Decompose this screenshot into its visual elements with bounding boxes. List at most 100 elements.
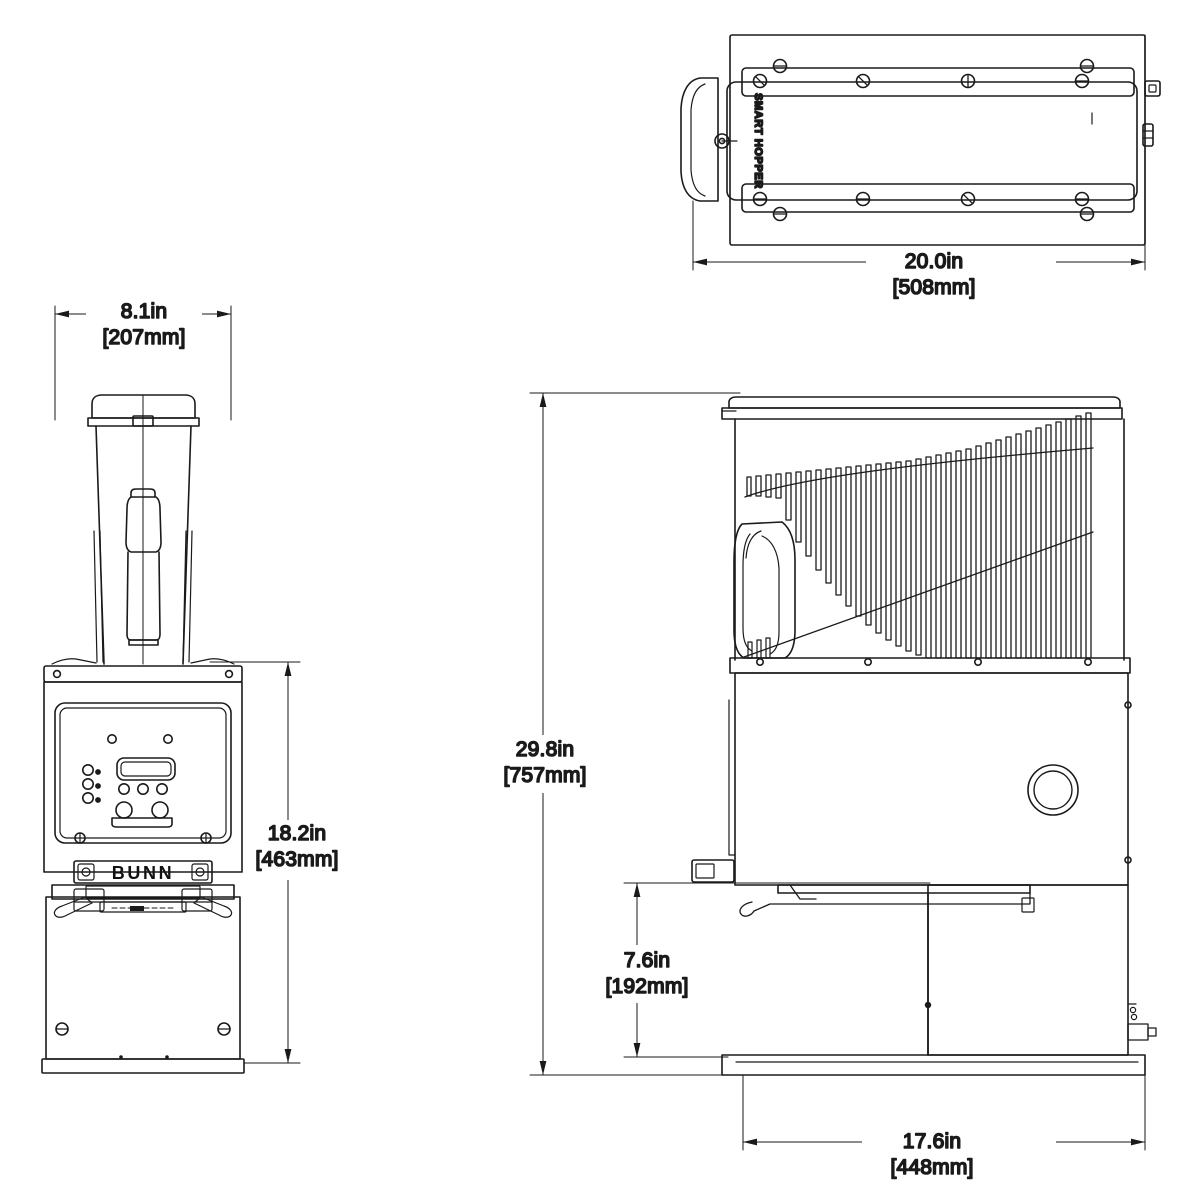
panel-led-dot-3	[95, 797, 101, 803]
dim-clear-mask	[590, 945, 698, 1003]
front-deck-plate	[43, 665, 243, 683]
funnel-body	[99, 901, 187, 913]
side-lower-cabinet	[927, 884, 1129, 1056]
panel-display-screen	[120, 761, 172, 777]
side-funnel-wedge	[789, 884, 817, 900]
funnel-mark	[130, 906, 144, 911]
front-base-plinth	[41, 1058, 245, 1074]
panel-display	[116, 757, 176, 781]
front-hopper-lid	[91, 394, 196, 419]
top-view-outer-screws	[772, 58, 1095, 222]
dim-clearance-inch: 7.6in	[624, 949, 671, 972]
funnel-bracket-left	[73, 888, 105, 912]
side-chute-inner-1	[742, 533, 753, 652]
front-brand-badge	[73, 860, 213, 884]
smart-hopper-label: SMART HOPPER	[752, 93, 764, 189]
front-hopper-lid-rim	[87, 417, 200, 427]
front-body	[43, 681, 243, 873]
panel-screws	[74, 832, 212, 844]
side-body-seam	[728, 699, 736, 856]
front-deck-screw-left	[52, 669, 62, 679]
badge-screw-right	[195, 867, 205, 877]
front-hopper-inner-right	[188, 530, 193, 663]
front-hopper-inner-left	[93, 530, 98, 663]
dim-depth-inch: 20.0in	[905, 250, 963, 273]
dim-width-arrow-right	[217, 310, 231, 318]
funnel-top-rail	[51, 884, 235, 900]
side-hopper-lid	[728, 396, 1121, 409]
dim-total-height-inch: 29.8in	[516, 738, 574, 761]
front-deck-left-bracket	[51, 658, 97, 665]
panel-stop-button[interactable]	[151, 801, 169, 819]
dim-base-depth-mm: [448mm]	[890, 1156, 973, 1179]
dim-base-arrow-right	[1131, 1138, 1145, 1146]
dim-base-arrow-left	[743, 1138, 757, 1146]
dim-width-mask	[86, 300, 202, 344]
front-hopper-inner-left2	[99, 530, 104, 663]
panel-button-3[interactable]	[156, 782, 169, 795]
side-chute-inner-3	[745, 530, 762, 559]
side-base-plinth	[721, 1054, 1146, 1076]
dim-body-height-inch: 18.2in	[268, 822, 326, 845]
front-lower-cabinet	[45, 896, 241, 1060]
panel-led-2[interactable]	[82, 777, 95, 790]
dim-h-mask	[248, 820, 344, 880]
dim-label-mask	[866, 248, 1056, 294]
top-view-hopper-lid	[726, 81, 1138, 201]
dim-width-8in: 8.1in [207mm]	[54, 299, 232, 421]
front-foot-mark-right	[165, 1055, 169, 1059]
panel-led-3[interactable]	[82, 791, 95, 804]
side-port-inner	[1033, 770, 1073, 810]
dim-h-arrow-bottom	[284, 1049, 292, 1063]
funnel-top-slot	[85, 885, 201, 899]
panel-button-1[interactable]	[118, 782, 131, 795]
front-lower-screws	[55, 1022, 231, 1036]
side-view-group	[691, 396, 1157, 1076]
side-funnel-rail	[777, 884, 1031, 894]
badge-screw-box-left	[77, 863, 95, 881]
side-funnel-handle	[739, 892, 1031, 917]
panel-button-2[interactable]	[137, 782, 150, 795]
dim-width-arrow-left	[55, 310, 69, 318]
side-fin-top-curve	[744, 447, 1094, 498]
top-view-chute-housing	[680, 77, 719, 202]
panel-led-dot-1	[95, 769, 101, 775]
dim-total-height-mm: [757mm]	[503, 764, 586, 787]
funnel-bracket-right	[181, 888, 213, 912]
front-view-group: BUNN	[41, 394, 245, 1074]
badge-screw-left	[81, 867, 91, 877]
side-chute-inner-2	[761, 535, 780, 655]
front-hopper-inner-right2	[182, 530, 187, 663]
front-funnel-assembly	[51, 884, 235, 918]
front-deck-right-bracket	[190, 658, 235, 665]
side-switch-face	[695, 863, 715, 879]
dim-clear-arrow-top	[633, 883, 641, 897]
side-cabinet-latch	[924, 1001, 932, 1009]
top-view-chute-inner	[690, 83, 706, 197]
funnel-handle-right	[193, 896, 233, 918]
dim-arrow-left	[693, 258, 707, 266]
dim-total-arrow-top	[539, 393, 547, 407]
dim-total-mask	[488, 735, 602, 793]
top-view-group: SMART HOPPER	[680, 34, 1161, 246]
dim-base-mask	[862, 1128, 1056, 1174]
dim-base-depth-inch: 17.6in	[903, 1130, 961, 1153]
side-boss-bottom	[1124, 856, 1132, 864]
panel-start-button[interactable]	[115, 801, 133, 819]
front-chute-upper	[125, 496, 162, 553]
dim-width-inch: 8.1in	[121, 300, 168, 323]
dim-depth-mm: [508mm]	[892, 276, 975, 299]
panel-led-1[interactable]	[82, 763, 95, 776]
dim-arrow-right	[1131, 258, 1145, 266]
dim-clear-arrow-bottom	[633, 1043, 641, 1057]
front-control-panel-inner	[59, 707, 227, 839]
side-hopper-lid-rim	[721, 407, 1123, 420]
dim-depth-20in: 20.0in [508mm]	[692, 200, 1146, 300]
dim-base-depth-17in: 17.6in [448mm]	[742, 1074, 1146, 1180]
panel-indicator-left	[107, 733, 118, 744]
front-deck-screw-right	[224, 669, 234, 679]
panel-led-group	[82, 763, 101, 804]
side-funnel-clip	[1021, 897, 1035, 913]
front-chute-collar	[130, 488, 156, 498]
